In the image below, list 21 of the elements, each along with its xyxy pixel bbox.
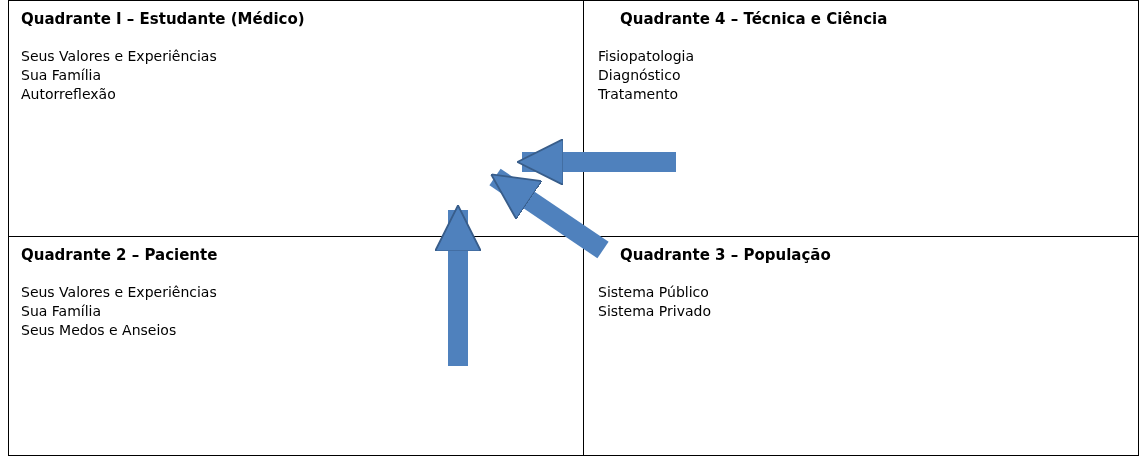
list-item: Tratamento <box>598 85 679 103</box>
quadrant-cell <box>8 0 584 237</box>
quadrant-cell <box>8 236 584 456</box>
quadrant-heading: Quadrante 4 – Técnica e Ciência <box>620 10 888 28</box>
list-item: Fisiopatologia <box>598 47 694 65</box>
list-item: Sua Família <box>21 66 102 84</box>
quadrant-heading: Quadrante 3 – População <box>620 246 831 264</box>
list-item: Sua Família <box>21 302 102 320</box>
list-item: Sistema Privado <box>598 302 711 320</box>
list-item: Seus Medos e Anseios <box>21 321 177 339</box>
list-item: Sistema Público <box>598 283 709 301</box>
quadrant-heading: Quadrante 2 – Paciente <box>21 246 218 264</box>
list-item: Seus Valores e Experiências <box>21 283 217 301</box>
block-arrow <box>434 204 482 366</box>
block-arrow <box>516 138 676 186</box>
list-item: Seus Valores e Experiências <box>21 47 217 65</box>
quadrant-cell <box>583 0 1139 237</box>
list-item: Diagnóstico <box>598 66 681 84</box>
quadrant-heading: Quadrante I – Estudante (Médico) <box>21 10 305 28</box>
list-item: Autorreflexão <box>21 85 116 103</box>
quadrant-cell <box>583 236 1139 456</box>
